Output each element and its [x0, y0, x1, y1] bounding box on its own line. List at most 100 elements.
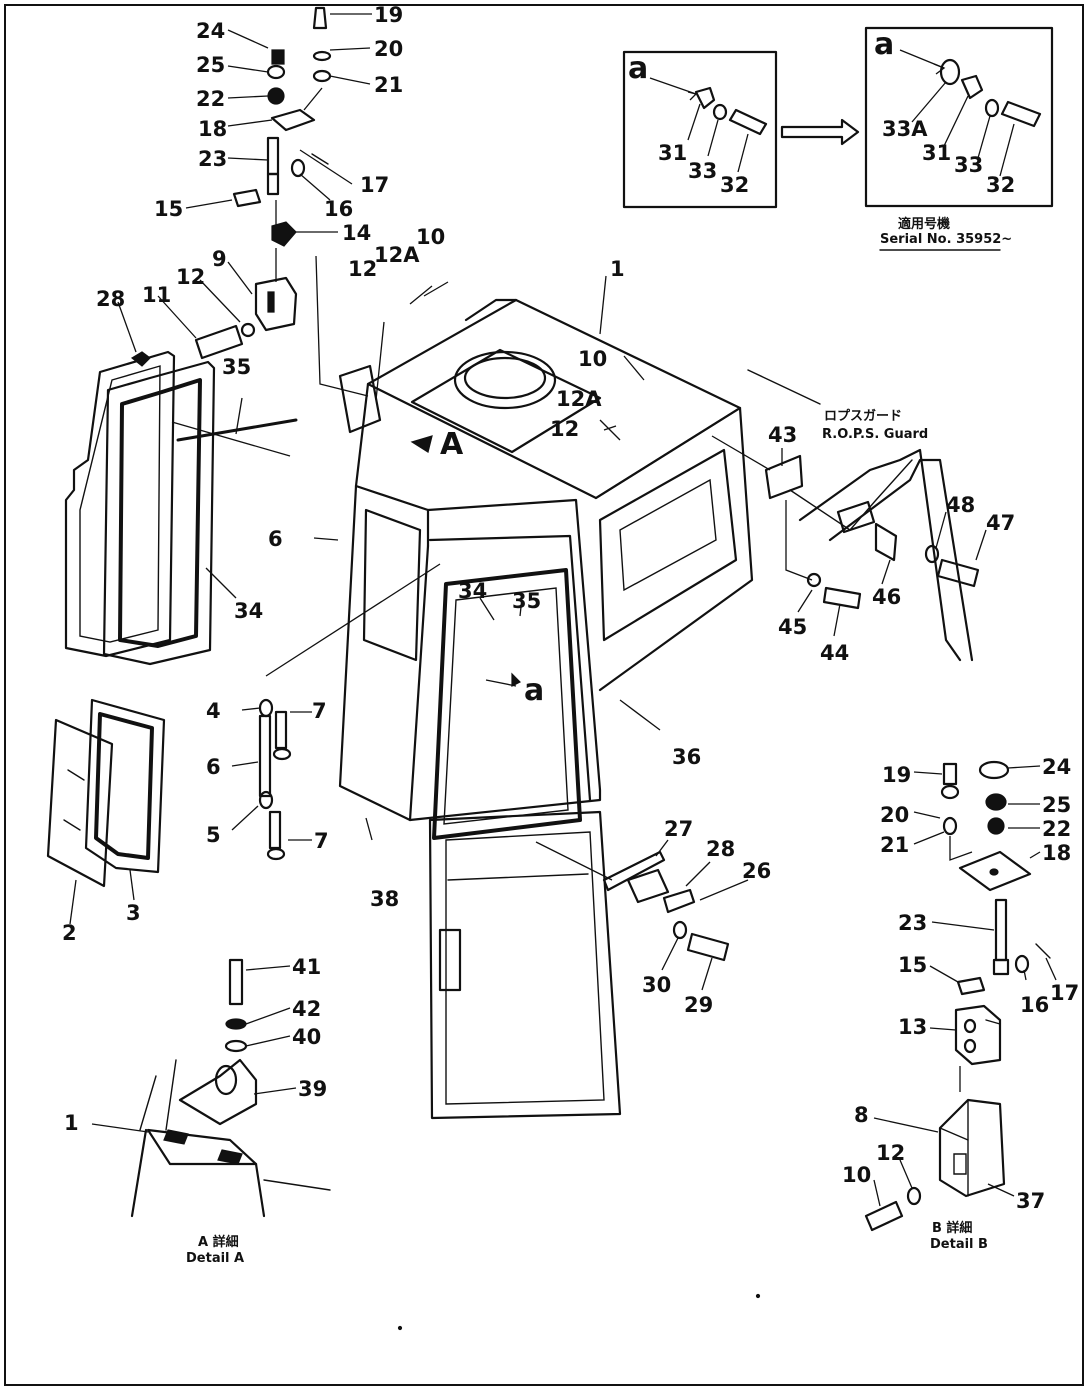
callout-43: 43 — [768, 423, 797, 447]
callout-20: 20 — [374, 37, 403, 61]
detail-b-caption-jp: B 詳細 — [932, 1220, 972, 1236]
callout-24: 24 — [196, 19, 225, 43]
callout-46: 46 — [872, 585, 901, 609]
callout-2: 2 — [62, 921, 77, 945]
detail-a-caption-jp: A 詳細 — [198, 1234, 239, 1250]
callout-12-left: 12 — [176, 265, 205, 289]
callout-42: 42 — [292, 997, 321, 1021]
callout-12-roof: 12 — [550, 417, 579, 441]
callout-27: 27 — [664, 817, 693, 841]
callout-28-left: 28 — [96, 287, 125, 311]
serial-caption-en: Serial No. 35952~ — [880, 232, 1012, 247]
stay-rod — [231, 698, 312, 861]
callout-17: 17 — [360, 173, 389, 197]
serial-caption-jp: 適用号機 — [898, 216, 950, 232]
view-letter-a-main: a — [524, 673, 544, 708]
glass-and-seal-lower — [46, 698, 166, 888]
detail-a — [91, 958, 331, 1218]
callout-14: 14 — [342, 221, 371, 245]
cab-leaders — [265, 255, 661, 841]
callout-7-top: 7 — [312, 699, 327, 723]
callout-23: 23 — [198, 147, 227, 171]
callout-28-latch: 28 — [706, 837, 735, 861]
callout-29: 29 — [684, 993, 713, 1017]
callout-33-inset-left: 33 — [688, 159, 717, 183]
callout-15-detail-b: 15 — [898, 953, 927, 977]
callout-13: 13 — [898, 1015, 927, 1039]
callout-34-left: 34 — [234, 599, 263, 623]
callout-41: 41 — [292, 955, 321, 979]
callout-38: 38 — [370, 887, 399, 911]
callout-15: 15 — [154, 197, 183, 221]
hinge-stack-leaders — [157, 13, 372, 339]
inset-before — [622, 50, 778, 209]
view-letter-a-inset-right: a — [874, 27, 894, 62]
detail-a-caption-en: Detail A — [186, 1251, 244, 1266]
side-panel-leaders — [69, 301, 298, 925]
callout-30: 30 — [642, 973, 671, 997]
detail-b — [864, 760, 1057, 1232]
callout-11: 11 — [142, 283, 171, 307]
callout-12-detail-b: 12 — [876, 1141, 905, 1165]
callout-18-detail-b: 18 — [1042, 841, 1071, 865]
callout-23-detail-b: 23 — [898, 911, 927, 935]
callout-35-left: 35 — [222, 355, 251, 379]
callout-17-detail-b: 17 — [1050, 981, 1079, 1005]
callout-31-inset-left: 31 — [658, 141, 687, 165]
detail-b-caption-en: Detail B — [930, 1237, 988, 1252]
callout-12A-top: 12A — [374, 243, 420, 267]
callout-12A-roof: 12A — [556, 387, 602, 411]
callout-1-detail-a: 1 — [64, 1111, 79, 1135]
callout-3: 3 — [126, 901, 141, 925]
callout-18: 18 — [198, 117, 227, 141]
callout-37: 37 — [1016, 1189, 1045, 1213]
view-letter-A-main: A — [440, 427, 464, 462]
callout-9: 9 — [212, 247, 227, 271]
callout-31-inset-right: 31 — [922, 141, 951, 165]
callout-1-main: 1 — [610, 257, 625, 281]
callout-19-detail-b: 19 — [882, 763, 911, 787]
callout-21: 21 — [374, 73, 403, 97]
callout-48: 48 — [946, 493, 975, 517]
rops-caption-jp: ロプスガード — [824, 409, 902, 424]
rops-caption-en: R.O.P.S. Guard — [822, 427, 928, 442]
inset-arrow — [780, 118, 860, 146]
callout-24-detail-b: 24 — [1042, 755, 1071, 779]
door-latch-hardware — [535, 839, 749, 991]
callout-39: 39 — [298, 1077, 327, 1101]
callout-44: 44 — [820, 641, 849, 665]
callout-25-detail-b: 25 — [1042, 793, 1071, 817]
callout-7-bottom: 7 — [314, 829, 329, 853]
view-letter-a-inset-left: a — [628, 51, 648, 86]
callout-35-front: 35 — [512, 589, 541, 613]
callout-45: 45 — [778, 615, 807, 639]
hinge-stack-left — [194, 6, 332, 360]
callout-20-detail-b: 20 — [880, 803, 909, 827]
callout-4: 4 — [206, 699, 221, 723]
callout-19: 19 — [374, 3, 403, 27]
callout-6-cab: 6 — [268, 527, 283, 551]
callout-10-roof: 10 — [578, 347, 607, 371]
callout-16: 16 — [324, 197, 353, 221]
callout-33A: 33A — [882, 117, 928, 141]
callout-16-detail-b: 16 — [1020, 993, 1049, 1017]
diagram-border — [4, 4, 1084, 1386]
callout-26: 26 — [742, 859, 771, 883]
callout-labels: 19 20 21 24 25 22 18 23 17 16 15 14 9 12… — [62, 3, 1079, 1213]
callout-21-detail-b: 21 — [880, 833, 909, 857]
callout-5: 5 — [206, 823, 221, 847]
callout-32-inset-left: 32 — [720, 173, 749, 197]
callout-22-detail-b: 22 — [1042, 817, 1071, 841]
callout-10-detail-b: 10 — [842, 1163, 871, 1187]
callout-8: 8 — [854, 1103, 869, 1127]
callout-25: 25 — [196, 53, 225, 77]
scan-specks — [397, 1293, 761, 1331]
callout-40: 40 — [292, 1025, 321, 1049]
callout-6-rod: 6 — [206, 755, 221, 779]
callout-32-inset-right: 32 — [986, 173, 1015, 197]
inset-after — [864, 26, 1054, 251]
callout-34-front: 34 — [458, 579, 487, 603]
callout-33-inset-right: 33 — [954, 153, 983, 177]
